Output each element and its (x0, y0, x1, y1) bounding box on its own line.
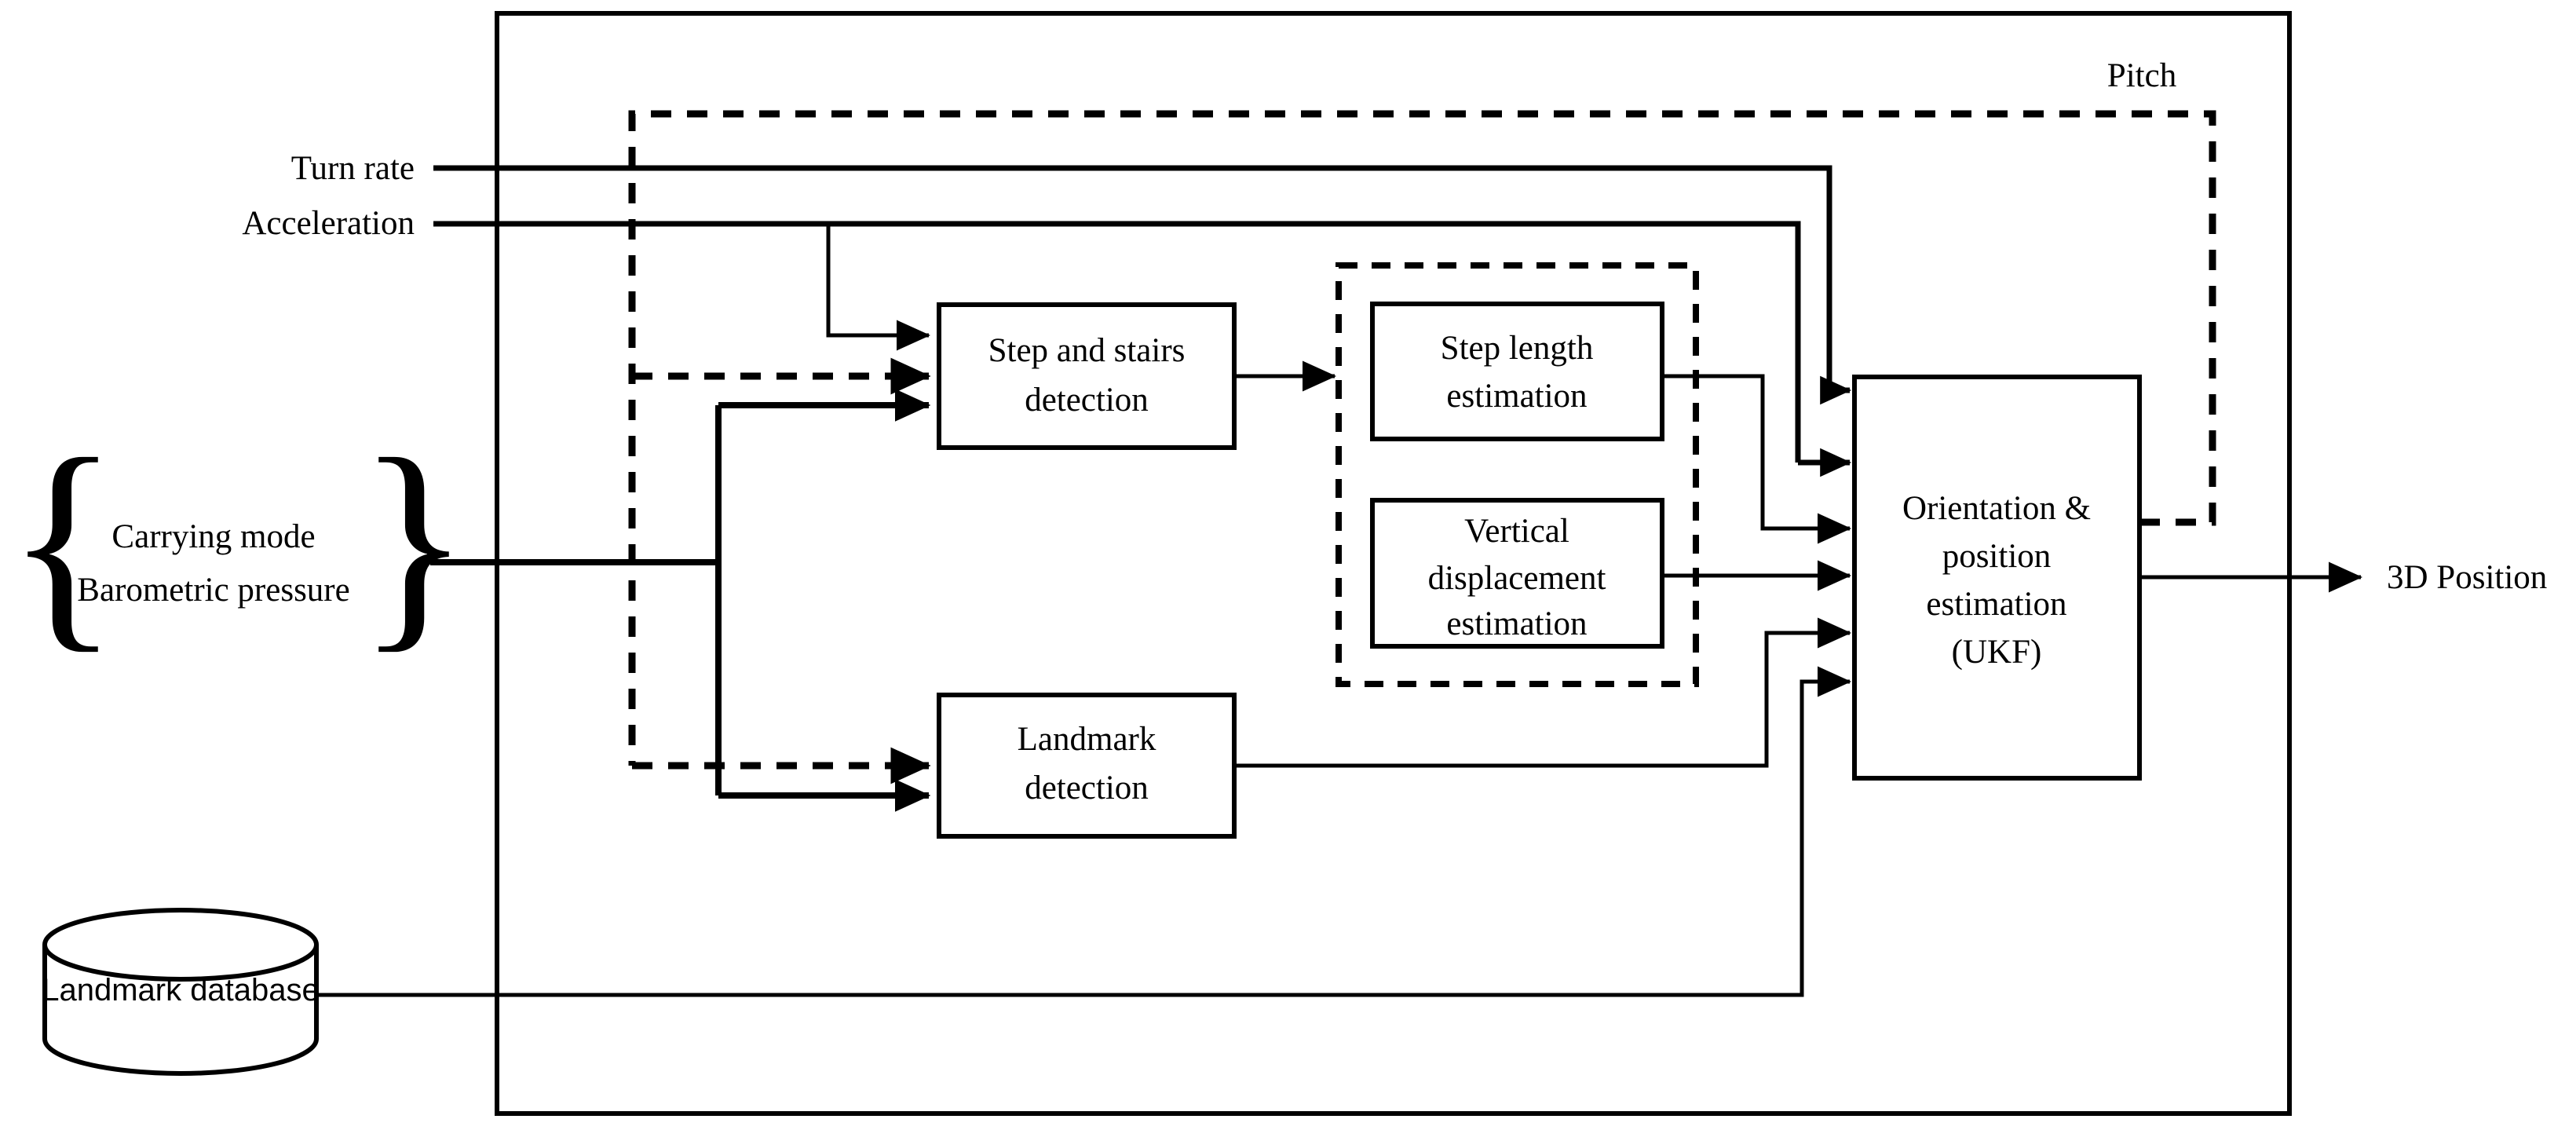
pitch-label: Pitch (2107, 57, 2176, 94)
left-brace-icon: { (6, 411, 119, 671)
ukf-label-1: Orientation & (1902, 490, 2091, 527)
landmark-database[interactable]: Landmark database (42, 908, 320, 1076)
pitch-feedback-path (628, 110, 2216, 766)
step-length-estimation-block[interactable] (1370, 302, 1664, 441)
step-length-estimation-label-2: estimation (1446, 378, 1587, 415)
acceleration-to-step-detection (826, 224, 931, 351)
step-length-to-ukf (1662, 374, 1852, 544)
step-length-estimation-label-1: Step length (1441, 330, 1594, 367)
landmark-database-top (42, 908, 319, 982)
step-and-stairs-detection-label-1: Step and stairs (988, 332, 1186, 369)
landmark-database-to-ukf (319, 666, 1852, 997)
turn-rate-line (433, 165, 1832, 390)
right-brace-icon: } (357, 411, 470, 671)
barometric-pressure-label: Barometric pressure (77, 572, 349, 609)
landmark-detection-label-2: detection (1025, 770, 1149, 806)
ukf-label-3: estimation (1926, 586, 2066, 623)
orientation-position-estimation-block[interactable] (1852, 375, 2142, 781)
step-and-stairs-detection-block[interactable] (937, 302, 1237, 450)
vertical-displacement-estimation-label-3: estimation (1446, 605, 1587, 642)
vertical-displacement-estimation-label-2: displacement (1428, 560, 1606, 597)
ukf-label-2: position (1942, 538, 2052, 575)
carrying-mode-label: Carrying mode (111, 518, 315, 555)
landmark-database-label: Landmark database (42, 973, 320, 1007)
landmark-detection-to-ukf (1234, 617, 1852, 768)
displacement-estimation-group (1336, 262, 1699, 687)
vertical-displacement-estimation-label-1: Vertical (1464, 513, 1569, 550)
three-d-position-label: 3D Position (2387, 559, 2547, 596)
acceleration-line (433, 221, 1801, 463)
step-and-stairs-detection-label-2: detection (1025, 382, 1149, 419)
vertical-displacement-estimation-block[interactable] (1370, 498, 1664, 649)
turn-rate-label: Turn rate (291, 150, 415, 187)
landmark-detection-block[interactable] (937, 693, 1237, 839)
ukf-label-4: (UKF) (1952, 634, 2042, 671)
landmark-detection-label-1: Landmark (1018, 721, 1156, 758)
acceleration-label: Acceleration (242, 205, 415, 242)
